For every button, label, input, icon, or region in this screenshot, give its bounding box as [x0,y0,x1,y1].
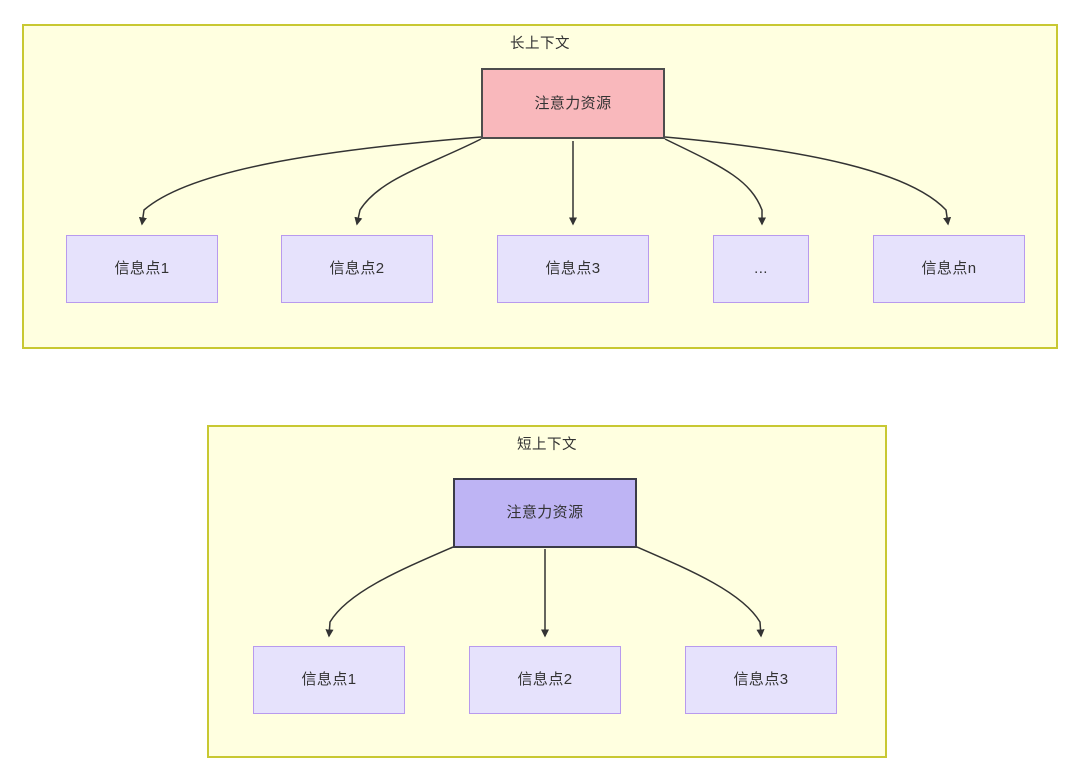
node-long-context-info-point-1[interactable]: 信息点1 [66,235,218,303]
node-label: 信息点3 [545,260,601,277]
node-label: 信息点n [921,260,977,277]
node-short-context-info-point-2[interactable]: 信息点2 [469,646,621,714]
node-label: 信息点1 [114,260,170,277]
node-label: 注意力资源 [506,504,584,521]
node-short-context-info-point-1[interactable]: 信息点1 [253,646,405,714]
node-label: 信息点1 [301,671,357,688]
node-short-context-attention-resource[interactable]: 注意力资源 [453,478,637,548]
node-long-context-info-point-2[interactable]: 信息点2 [281,235,433,303]
node-label: 信息点3 [733,671,789,688]
panel-long-context-title: 长上下文 [510,36,570,52]
node-long-context-info-point-ellipsis[interactable]: ... [713,235,809,303]
node-label: 信息点2 [329,260,385,277]
node-long-context-attention-resource[interactable]: 注意力资源 [481,68,665,139]
node-long-context-info-point-n[interactable]: 信息点n [873,235,1025,303]
node-label: 信息点2 [517,671,573,688]
node-long-context-info-point-3[interactable]: 信息点3 [497,235,649,303]
node-label: ... [754,260,768,277]
panel-short-context-title: 短上下文 [517,437,577,453]
node-short-context-info-point-3[interactable]: 信息点3 [685,646,837,714]
node-label: 注意力资源 [534,94,612,112]
